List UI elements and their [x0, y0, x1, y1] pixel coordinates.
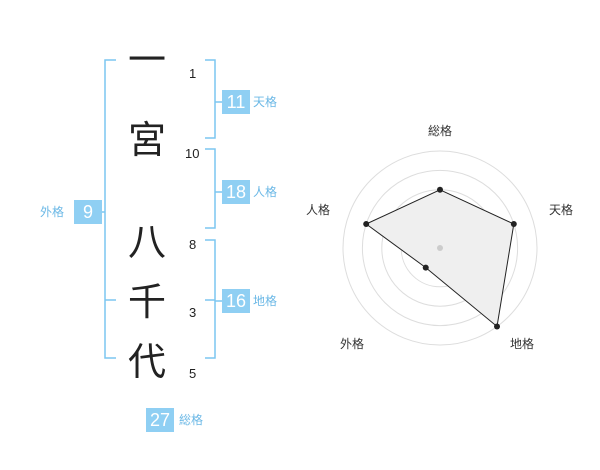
stroke-count-2: 10: [185, 146, 200, 161]
tenkaku-value: 11: [222, 90, 250, 114]
jinkaku-label: 人格: [253, 185, 278, 199]
chikaku-bracket: [205, 239, 216, 359]
name-char-2: 宮: [127, 118, 166, 162]
radar-axis-label-soukaku: 総格: [428, 124, 453, 138]
radar-point-3: [494, 323, 501, 330]
chikaku-value: 16: [222, 289, 250, 313]
radar-axis-label-tenkaku: 天格: [549, 203, 574, 217]
name-char-4: 千: [127, 280, 166, 324]
soukaku-label: 総格: [179, 413, 204, 427]
radar-grid-ring-2: [361, 169, 519, 327]
name-char-3: 八: [127, 220, 166, 264]
tenkaku-label: 天格: [253, 95, 278, 109]
radar-series-polygon: [365, 189, 515, 328]
tenkaku-bracket: [205, 59, 216, 139]
gaikaku-bracket: [104, 59, 116, 359]
radar-axis-label-gaikaku: 外格: [340, 337, 365, 351]
radar-point-5: [363, 221, 370, 228]
gaikaku-label: 外格: [40, 205, 65, 219]
radar-point-4: [422, 264, 429, 271]
radar-center-dot: [437, 245, 443, 251]
soukaku-value: 27: [146, 408, 174, 432]
gaikaku-value: 9: [74, 200, 102, 224]
radar-axis-label-jinkaku: 人格: [306, 203, 331, 217]
stroke-count-3: 8: [189, 237, 197, 252]
jinkaku-bracket: [205, 148, 216, 229]
radar-point-1: [437, 186, 443, 193]
jinkaku-value: 18: [222, 180, 250, 204]
name-char-5: 代: [127, 340, 166, 384]
radar-point-2: [510, 221, 517, 228]
name-char-1: 一: [127, 38, 166, 82]
stroke-count-1: 1: [189, 66, 197, 81]
radar-axis-label-chikaku: 地格: [510, 337, 535, 351]
stroke-count-5: 5: [189, 366, 197, 381]
stroke-count-4: 3: [189, 305, 197, 320]
chikaku-label: 地格: [253, 294, 278, 308]
